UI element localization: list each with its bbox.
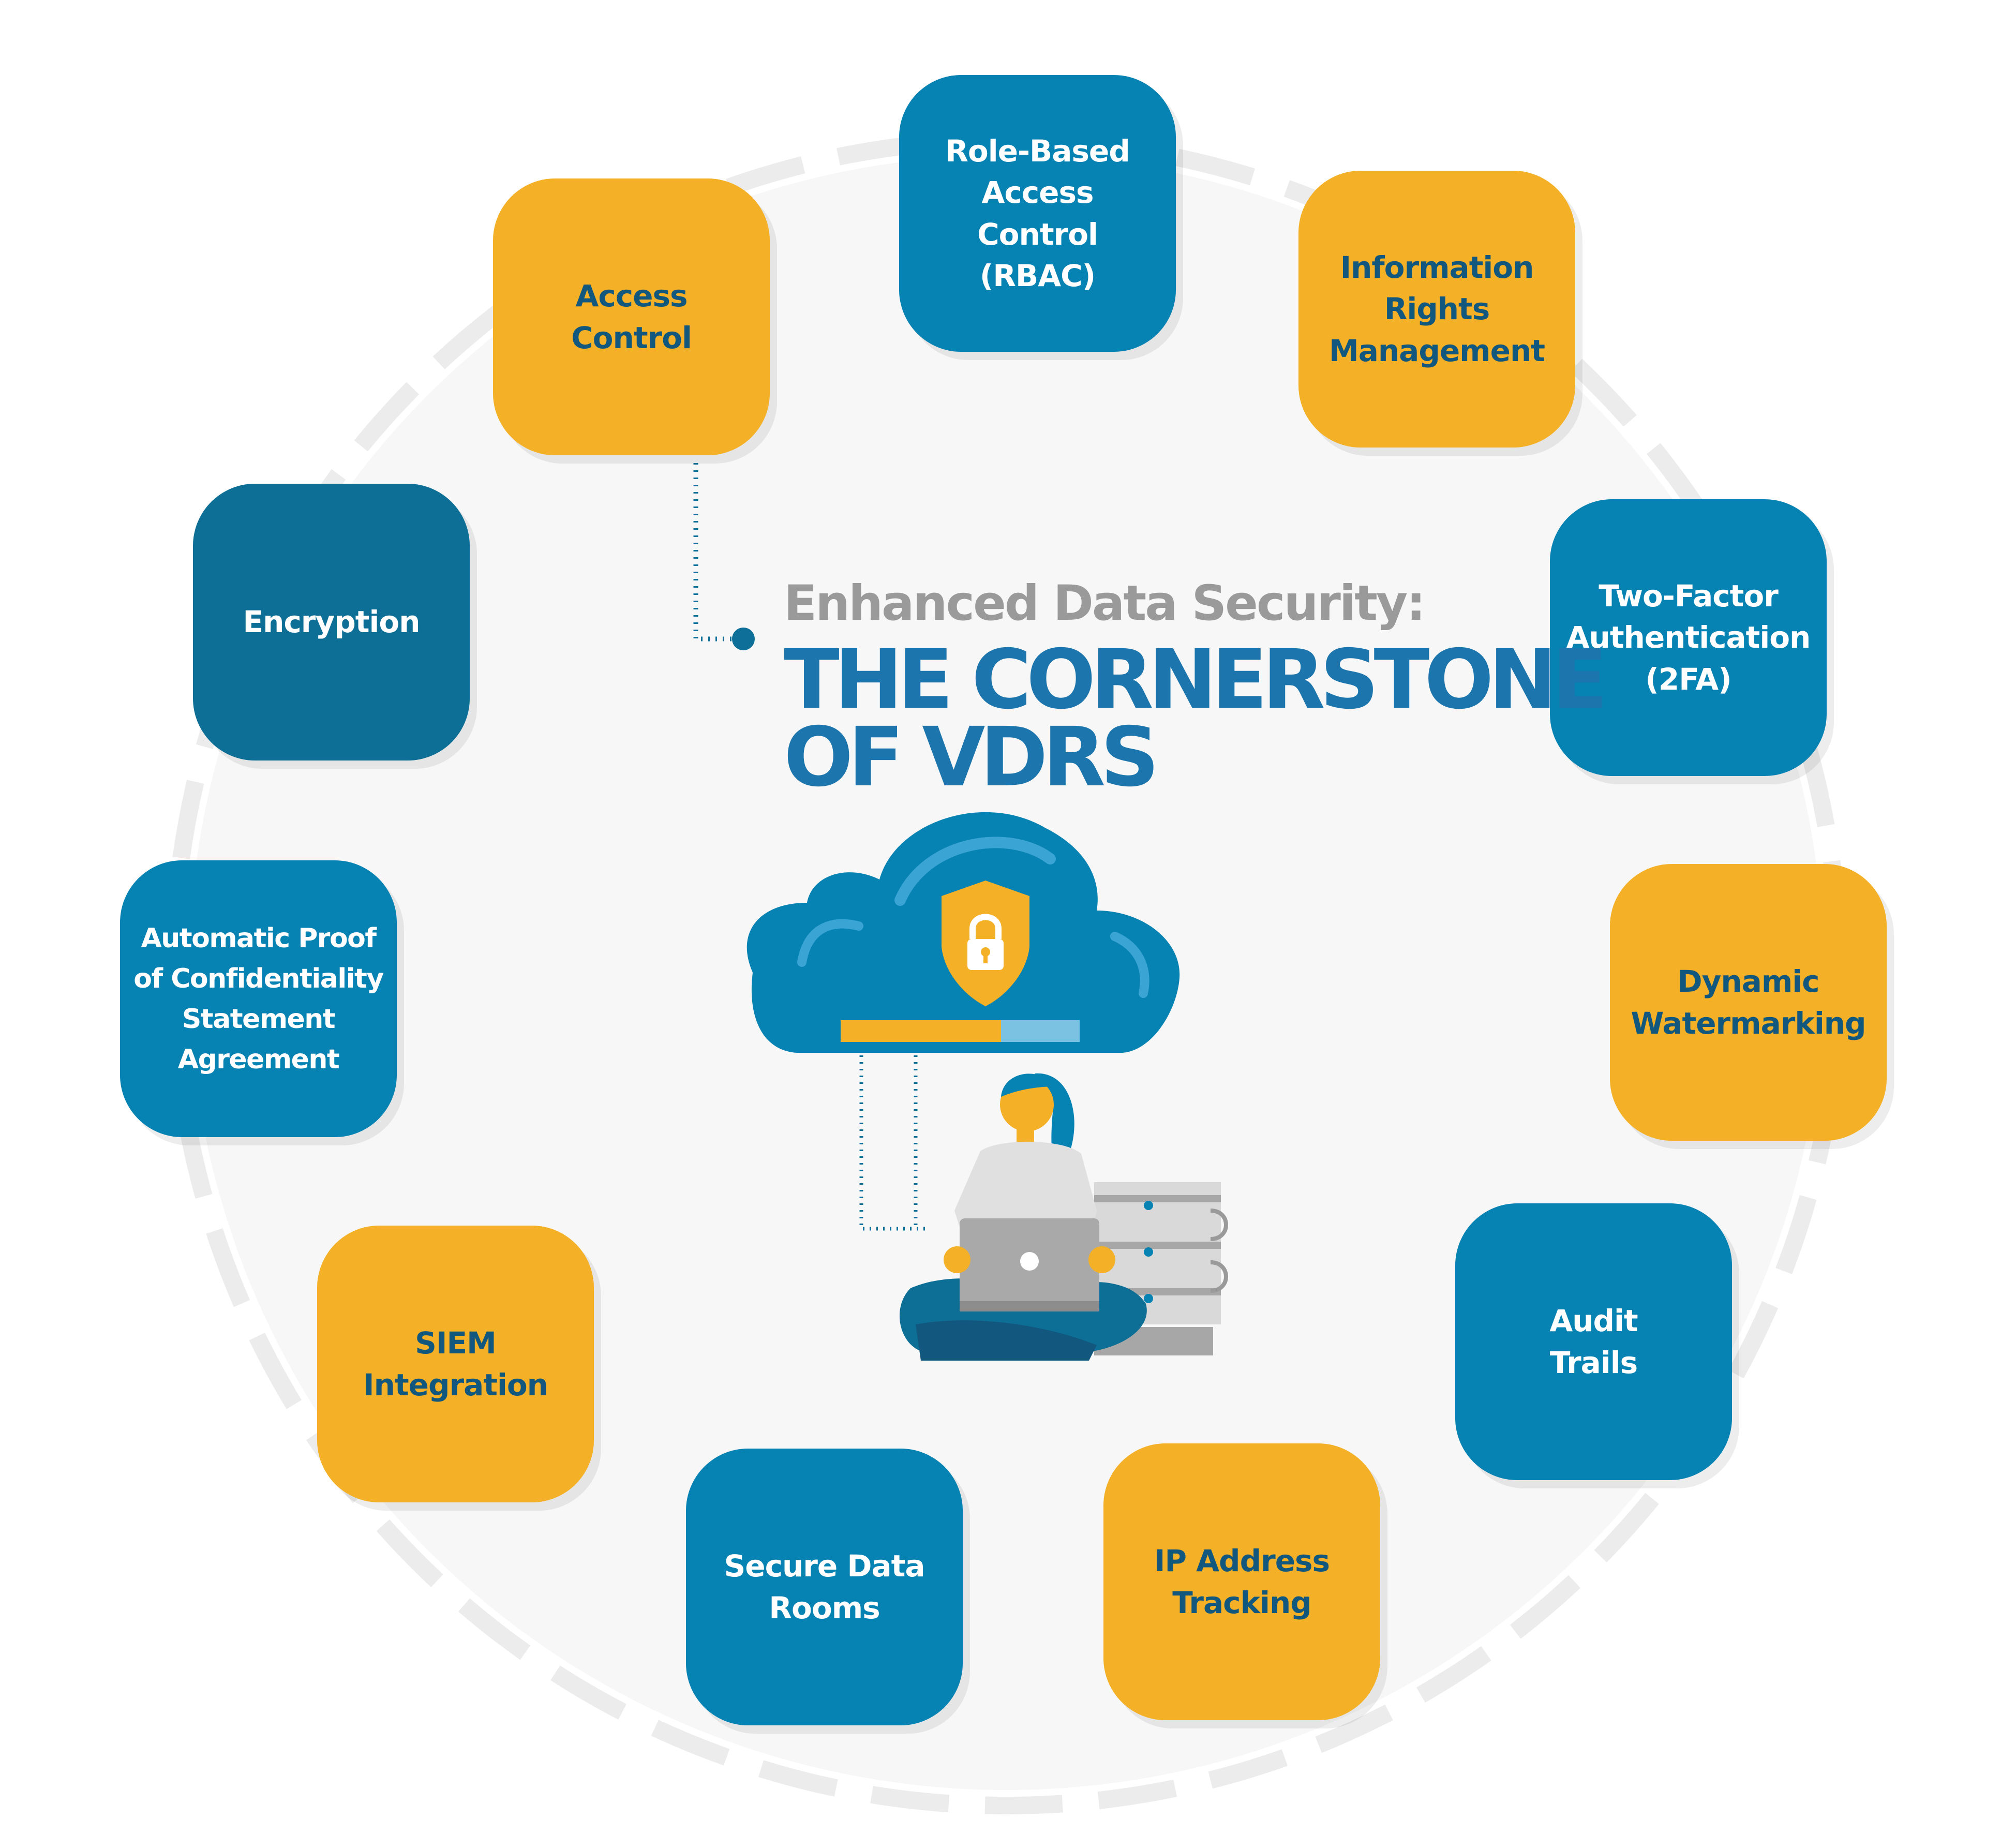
- feature-label: Access Control: [571, 278, 692, 355]
- connector-dotted-line: [693, 463, 742, 642]
- progress-bar-fill: [841, 1020, 1001, 1042]
- connector-dot: [732, 628, 755, 650]
- heading-title-line-1: THE CORNERSTONE: [784, 632, 1608, 727]
- feature-label: Dynamic Watermarking: [1631, 964, 1866, 1041]
- feature-label: Encryption: [243, 604, 421, 640]
- feature-tile-information-rights-management: Information Rights Management: [1298, 171, 1575, 448]
- feature-label: Two-Factor Authentication (2FA): [1566, 578, 1811, 697]
- feature-label: Audit Trails: [1549, 1303, 1638, 1380]
- feature-tile-automatic-proof-of-confidentiality: Automatic Proof of Confidentiality State…: [120, 860, 397, 1137]
- feature-label: SIEM Integration: [363, 1325, 548, 1403]
- cloud-security-illustration: [746, 812, 1228, 1361]
- feature-tile-secure-data-rooms: Secure Data Rooms: [686, 1449, 963, 1725]
- feature-tile-rbac: Role-Based Access Control (RBAC): [899, 75, 1176, 352]
- feature-tile-siem-integration: SIEM Integration: [317, 1226, 594, 1502]
- shield-lock-icon: [942, 881, 1029, 1006]
- feature-label: IP Address Tracking: [1154, 1543, 1330, 1620]
- feature-label: Role-Based Access Control (RBAC): [945, 133, 1130, 293]
- heading-title-line-2: OF VDRS: [784, 710, 1159, 805]
- person-with-laptop-icon: [899, 1073, 1147, 1361]
- feature-tile-two-factor-authentication: Two-Factor Authentication (2FA): [1550, 499, 1827, 776]
- upload-progress-bar: [841, 1020, 1080, 1042]
- feature-label: Automatic Proof of Confidentiality State…: [133, 922, 384, 1075]
- feature-tile-dynamic-watermarking: Dynamic Watermarking: [1610, 864, 1887, 1141]
- feature-tile-ip-address-tracking: IP Address Tracking: [1103, 1443, 1380, 1720]
- feature-tile-encryption: Encryption: [193, 484, 470, 761]
- feature-tile-audit-trails: Audit Trails: [1455, 1203, 1732, 1480]
- heading-subtitle: Enhanced Data Security:: [784, 575, 1426, 632]
- feature-label: Secure Data Rooms: [724, 1548, 925, 1626]
- feature-tile-access-control: Access Control: [493, 178, 770, 455]
- feature-label: Information Rights Management: [1329, 250, 1545, 368]
